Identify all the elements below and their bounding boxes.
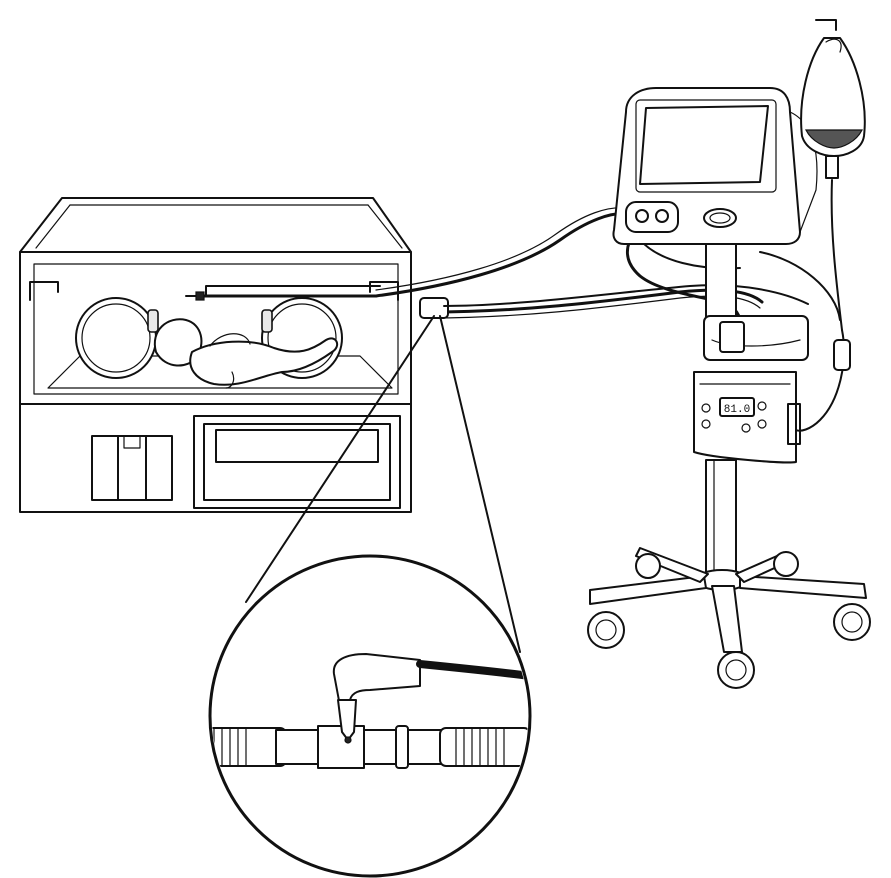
caster-front-left (588, 612, 624, 648)
ventilator (613, 88, 817, 344)
humidifier-display-digits: 81.0 (724, 404, 750, 416)
caster-front-right (834, 604, 870, 640)
caster-front (718, 652, 754, 688)
caster-back-right (774, 552, 798, 576)
humidifier: 81.0 (694, 316, 808, 462)
caster-back-left (636, 554, 660, 578)
iv-bag (801, 20, 865, 178)
stand (588, 460, 870, 688)
porthole-left (76, 298, 158, 378)
incubator (20, 198, 411, 512)
